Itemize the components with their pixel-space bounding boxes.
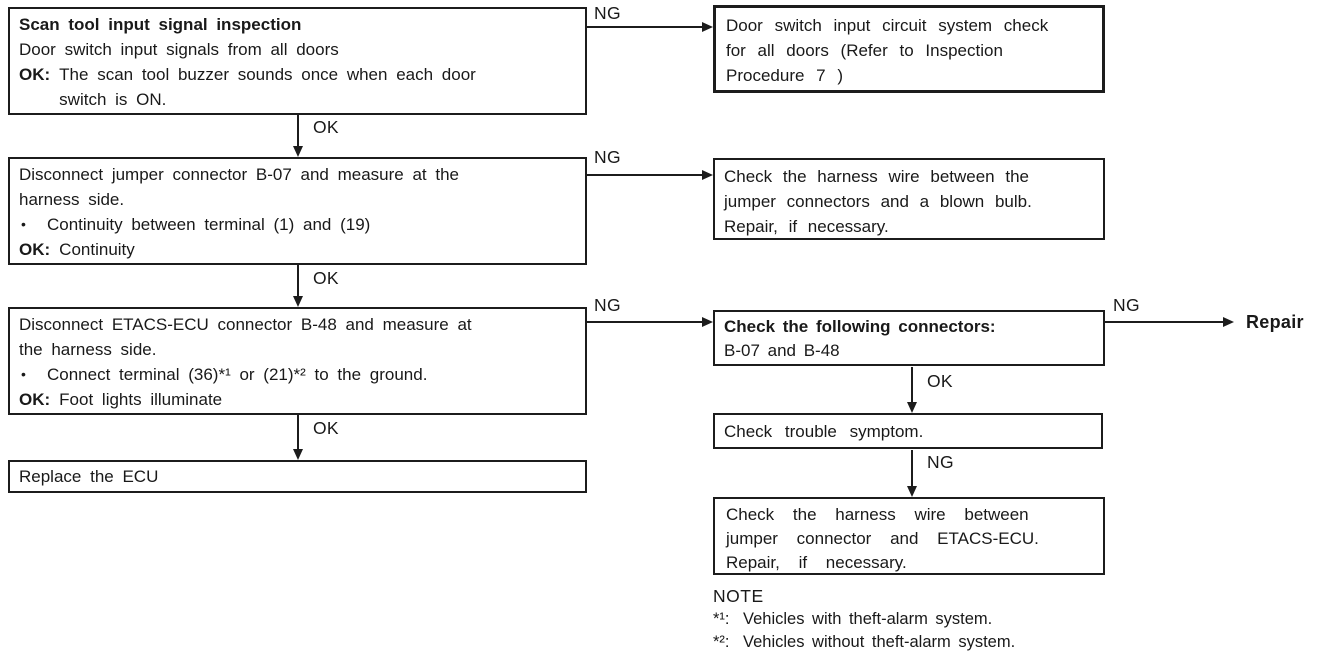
arrow-down-ok-2 [292,265,303,307]
node-jumper-connector-check: Disconnect jumper connector B-07 and mea… [8,157,587,265]
label-ng-5: NG [927,452,954,472]
label-ng-2: NG [594,147,621,167]
note-marker-1: *¹: [713,610,730,628]
node-connectors-check: Check the following connectors: B-07 and… [713,310,1105,366]
node-connectors-text: B-07 and B-48 [724,341,840,360]
note-section: NOTE *¹: Vehicles with theft-alarm syste… [713,584,1143,654]
ok-condition-text: Continuity [59,240,135,259]
arrow-down-ok-3 [906,367,917,413]
note-item-1: *¹: Vehicles with theft-alarm system. [713,608,1143,631]
label-ok-3: OK [927,371,953,391]
label-ok-2: OK [313,268,339,288]
arrow-right-ng-4 [1105,316,1234,327]
node-door-switch-circuit-check: Door switch input circuit system check f… [713,5,1105,93]
arrow-right-ng-2 [587,169,713,180]
node-check-trouble-symptom: Check trouble symptom. [713,413,1103,449]
label-ng-4: NG [1113,295,1140,315]
label-ng-3: NG [594,295,621,315]
arrow-down-ok-1 [292,114,303,157]
ok-condition-text: Foot lights illuminate [59,390,223,409]
node-scan-tool-title: Scan tool input signal inspection [19,15,302,34]
label-ng-1: NG [594,3,621,23]
label-ok-4: OK [313,418,339,438]
node-etacs-ecu-check: Disconnect ETACS-ECU connector B-48 and … [8,307,587,415]
ok-prefix: OK: [19,65,51,84]
node-harness-bulb-check: Check the harness wire between the jumpe… [713,158,1105,240]
note-text-2: Vehicles without theft-alarm system. [743,633,1016,651]
node-scan-tool-subtitle: Door switch input signals from all doors [19,40,339,59]
arrow-down-ng-5 [906,450,917,497]
label-ok-1: OK [313,117,339,137]
arrow-down-ok-4 [292,415,303,460]
arrow-right-ng-1 [587,21,713,32]
note-item-2: *²: Vehicles without theft-alarm system. [713,631,1143,654]
node-etacs-bullet-text: Connect terminal (36)*¹ or (21)*² to the… [47,365,428,384]
arrow-right-ng-3 [587,316,713,327]
node-connectors-title: Check the following connectors: [724,317,996,336]
ok-prefix: OK: [19,240,51,259]
note-marker-2: *²: [713,633,730,651]
node-jumper-bullet-text: Continuity between terminal (1) and (19) [47,215,371,234]
note-title: NOTE [713,586,764,606]
node-etacs-line1: Disconnect ETACS-ECU connector B-48 and … [19,315,472,359]
bullet-icon: • [21,366,26,382]
ok-condition-text: The scan tool buzzer sounds once when ea… [59,65,476,109]
ok-prefix: OK: [19,390,51,409]
node-scan-tool-inspection: Scan tool input signal inspection Door s… [8,7,587,115]
node-jumper-line1: Disconnect jumper connector B-07 and mea… [19,165,460,209]
node-harness-etacs-check: Check the harness wire between jumper co… [713,497,1105,575]
repair-label: Repair [1246,312,1304,332]
node-replace-ecu: Replace the ECU [8,460,587,493]
note-text-1: Vehicles with theft-alarm system. [743,610,993,628]
bullet-icon: • [21,216,26,232]
